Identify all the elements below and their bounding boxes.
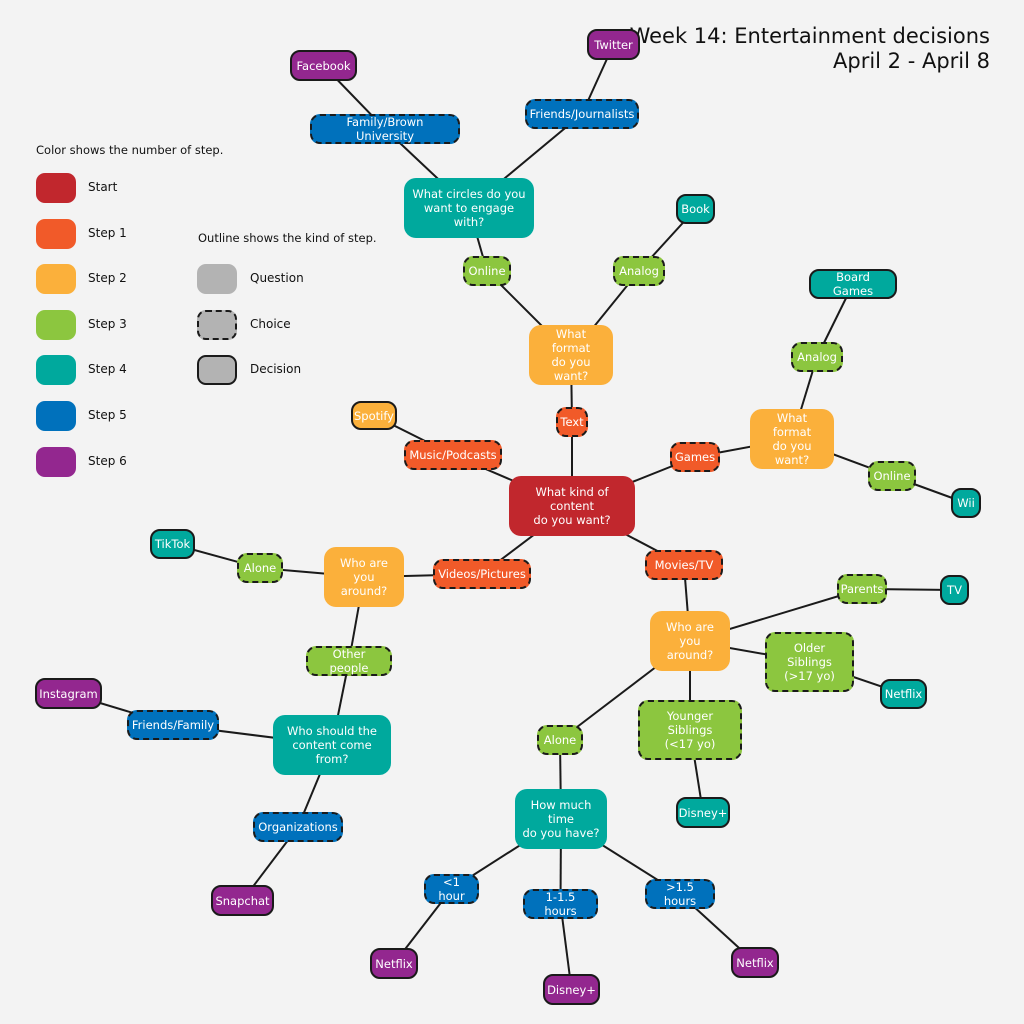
node-content-from: Who should the content come from? [273,715,391,775]
diagram-subtitle: April 2 - April 8 [833,49,990,73]
node-1to15: 1-1.5 hours [523,889,598,919]
node-twitter: Twitter [587,29,640,60]
node-alone-videos: Alone [237,553,283,583]
node-netflix-gt15: Netflix [731,947,779,978]
legend-label-3: Step 3 [88,317,127,331]
node-around-videos: Who are you around? [324,547,404,607]
node-online-games: Online [868,461,916,491]
legend-outline-label-choice: Choice [250,317,291,331]
legend-swatch-6 [36,447,76,477]
node-netflix-lt1: Netflix [370,948,418,979]
legend-swatch-3 [36,310,76,340]
node-board-games: Board Games [809,269,897,299]
node-videos: Videos/Pictures [433,559,531,589]
node-lt1: <1 hour [424,874,479,904]
node-parents: Parents [837,574,887,604]
node-gt15: >1.5 hours [645,879,715,909]
node-disney-1to15: Disney+ [543,974,600,1005]
node-movies: Movies/TV [645,550,723,580]
node-music: Music/Podcasts [404,440,502,470]
node-text: Text [556,407,588,437]
outline-legend-heading: Outline shows the kind of step. [198,231,377,245]
diagram-title: Week 14: Entertainment decisions [629,24,990,48]
legend-label-0: Start [88,180,118,194]
legend-label-4: Step 4 [88,362,127,376]
legend-swatch-2 [36,264,76,294]
node-friends-family: Friends/Family [127,710,219,740]
legend-label-5: Step 5 [88,408,127,422]
legend-swatch-5 [36,401,76,431]
legend-outline-decision [197,355,237,385]
node-disney-younger: Disney+ [676,797,730,828]
node-analog-text: Analog [613,256,665,286]
node-analog-games: Analog [791,342,843,372]
node-circles: What circles do you want to engage with? [404,178,534,238]
node-fmt-games: What format do you want? [750,409,834,469]
legend-swatch-4 [36,355,76,385]
node-family-brown: Family/Brown University [310,114,460,144]
legend-outline-label-question: Question [250,271,304,285]
node-fmt-text: What format do you want? [529,325,613,385]
node-start: What kind of content do you want? [509,476,635,536]
node-snapchat: Snapchat [211,885,274,916]
node-online-text: Online [463,256,511,286]
node-how-much-time: How much time do you have? [515,789,607,849]
legend-swatch-1 [36,219,76,249]
node-wii: Wii [951,488,981,518]
node-organizations: Organizations [253,812,343,842]
legend-outline-question [197,264,237,294]
node-book: Book [676,194,715,224]
legend-outline-choice [197,310,237,340]
node-alone-movies: Alone [537,725,583,755]
node-other-people: Other people [306,646,392,676]
node-tv: TV [940,575,969,605]
node-games: Games [670,442,720,472]
color-legend-heading: Color shows the number of step. [36,143,224,157]
legend-label-6: Step 6 [88,454,127,468]
node-around-movies: Who are you around? [650,611,730,671]
legend-label-1: Step 1 [88,226,127,240]
legend-swatch-0 [36,173,76,203]
node-facebook: Facebook [290,50,357,81]
node-tiktok: TikTok [150,529,195,559]
legend-label-2: Step 2 [88,271,127,285]
node-older: Older Siblings (>17 yo) [765,632,854,692]
legend-outline-label-decision: Decision [250,362,302,376]
node-spotify: Spotify [351,401,397,430]
node-younger: Younger Siblings (<17 yo) [638,700,742,760]
node-friends-journalists: Friends/Journalists [525,99,639,129]
node-netflix-older: Netflix [880,679,927,709]
node-instagram: Instagram [35,678,102,709]
